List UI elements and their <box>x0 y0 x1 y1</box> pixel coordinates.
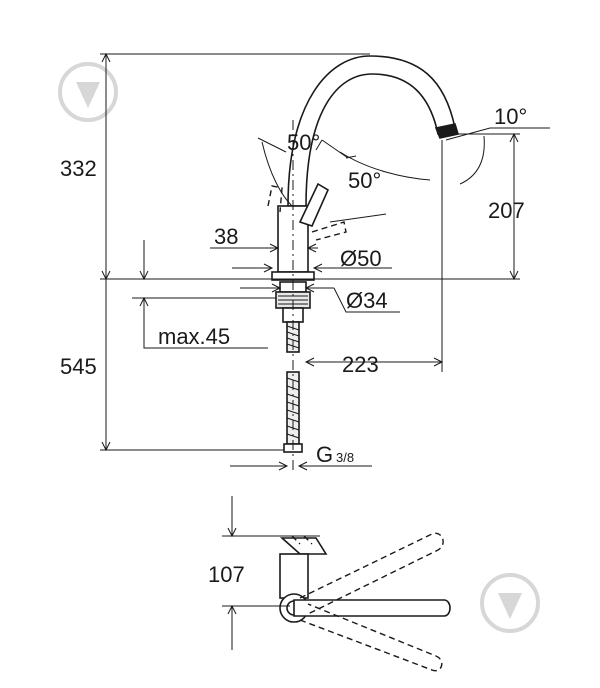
dim-diameter-34: Ø34 <box>346 288 388 313</box>
dim-38: 38 <box>214 224 238 249</box>
spout-top <box>293 599 451 617</box>
lever-top <box>279 537 328 555</box>
faucet-side-view <box>100 55 520 470</box>
dim-545: 545 <box>60 354 97 379</box>
dim-50-right: 50° <box>348 168 381 193</box>
dim-10-degree: 10° <box>494 104 527 129</box>
dim-max-45: max.45 <box>158 324 230 349</box>
dim-332: 332 <box>60 156 97 181</box>
lever <box>298 182 330 227</box>
dim-thread-g: G <box>316 442 333 467</box>
dim-207: 207 <box>488 198 525 223</box>
faucet-top-view <box>222 496 451 672</box>
dimension-lines <box>100 52 550 471</box>
spout-swing-lower <box>299 603 443 672</box>
watermark-bottom-right <box>480 573 540 633</box>
watermark-top-left <box>58 62 118 122</box>
dim-50-left: 50° <box>287 130 320 155</box>
lever-alt-left <box>267 185 283 213</box>
dim-thread-fraction: 3/8 <box>336 450 354 465</box>
dim-223: 223 <box>342 352 379 377</box>
dim-diameter-50: Ø50 <box>340 246 382 271</box>
lever-alt-right <box>311 221 347 241</box>
spout-swing-upper <box>299 532 444 615</box>
dim-107: 107 <box>208 562 245 587</box>
